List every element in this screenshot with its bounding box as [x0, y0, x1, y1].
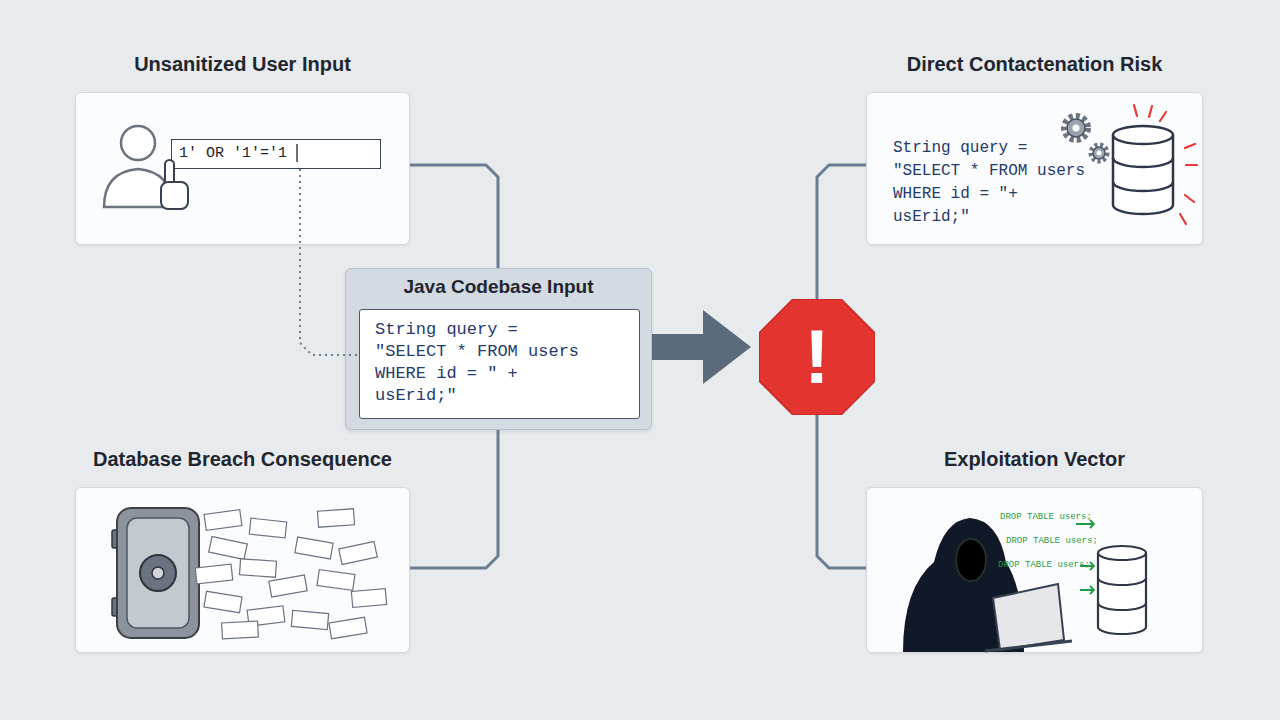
hooded-figure [903, 518, 1024, 652]
injection-arrows [1076, 520, 1094, 594]
vault-door [127, 518, 189, 628]
connector-line [817, 165, 866, 299]
record-card [195, 564, 232, 584]
target-db-top [1098, 546, 1146, 560]
record-card [317, 509, 354, 527]
target-db-body [1098, 553, 1146, 634]
record-card [339, 541, 378, 564]
panel-heading: Direct Contactenation Risk [837, 53, 1232, 76]
record-card [295, 537, 333, 559]
burst-line [1160, 112, 1166, 121]
hacker-illustration [903, 518, 1146, 652]
gear [1093, 147, 1105, 159]
leaked-records [195, 509, 386, 639]
burst-line [1134, 105, 1137, 116]
user-head [121, 126, 155, 160]
panel-heading: Unsanitized User Input [46, 53, 439, 76]
connector-line [817, 415, 866, 568]
code-text: String query = "SELECT * FROM users WHER… [375, 319, 593, 407]
risk-panel: Direct Contactenation RiskString query =… [866, 92, 1203, 245]
code-snippet: DROP TABLE users; [1006, 536, 1098, 546]
user-icon [104, 126, 297, 209]
database-icon [1064, 105, 1197, 224]
octagon-fill [759, 299, 875, 415]
record-card [269, 575, 307, 597]
laptop [993, 584, 1064, 650]
record-card [239, 559, 276, 577]
laptop-base [985, 641, 1072, 651]
record-card [249, 518, 286, 538]
connector-line [410, 430, 498, 568]
injection-arrow [1080, 586, 1094, 594]
record-card [317, 570, 355, 591]
hand-finger [165, 160, 174, 190]
gear-hole [1073, 125, 1080, 132]
warning-octagon: ! [759, 299, 875, 415]
exploit-panel: Exploitation Vector [866, 487, 1203, 653]
input-panel: Unsanitized User Input1' OR '1'='1 [75, 92, 410, 245]
record-card [204, 510, 242, 531]
dotted-connector [300, 169, 359, 355]
burst-line [1185, 195, 1194, 202]
user-body [104, 169, 172, 207]
panel-heading: Java Codebase Input [346, 276, 651, 298]
vault-hinge [112, 598, 121, 616]
gear-teeth [1064, 116, 1088, 140]
gear-teeth [1091, 145, 1107, 161]
burst-line [1180, 214, 1186, 224]
record-card [247, 606, 285, 626]
gear [1067, 119, 1085, 137]
burst-line [1149, 106, 1152, 117]
panel-heading: Database Breach Consequence [46, 448, 439, 471]
panel-heading: Exploitation Vector [837, 448, 1232, 471]
db-body [1113, 135, 1173, 214]
warning-mark: ! [759, 299, 875, 415]
code-panel: Java Codebase InputString query = "SELEC… [345, 268, 652, 430]
burst-line [1186, 164, 1197, 166]
input-field: 1' OR '1'='1 [171, 139, 381, 169]
vault-dial-center [152, 567, 164, 579]
flow-arrow [652, 334, 705, 360]
vault-illustration [112, 508, 387, 639]
vault-body [117, 508, 199, 638]
vault-dial [140, 555, 176, 591]
connector-line [410, 165, 498, 268]
code-text: String query = "SELECT * FROM users WHER… [893, 137, 1099, 229]
record-card [222, 621, 259, 639]
burst-line [1185, 144, 1195, 148]
record-card [204, 591, 242, 612]
record-card [291, 610, 328, 629]
hood-opening [956, 539, 986, 581]
db-bands [1113, 158, 1173, 191]
text-cursor [296, 144, 298, 162]
breach-panel: Database Breach Consequence [75, 487, 410, 653]
input-text: 1' OR '1'='1 [179, 140, 287, 168]
vault-hinge [112, 530, 121, 548]
record-card [351, 589, 386, 608]
code-snippet: DROP TABLE users; [998, 560, 1090, 570]
target-db-bands [1098, 578, 1146, 610]
hand-palm [161, 182, 188, 209]
record-card [329, 617, 367, 638]
alert-burst [1134, 105, 1197, 224]
gear-hole [1097, 151, 1102, 156]
record-card [209, 536, 248, 559]
code-snippet: DROP TABLE users; [1000, 512, 1092, 522]
code-box: String query = "SELECT * FROM users WHER… [359, 309, 640, 419]
db-top [1113, 126, 1173, 144]
